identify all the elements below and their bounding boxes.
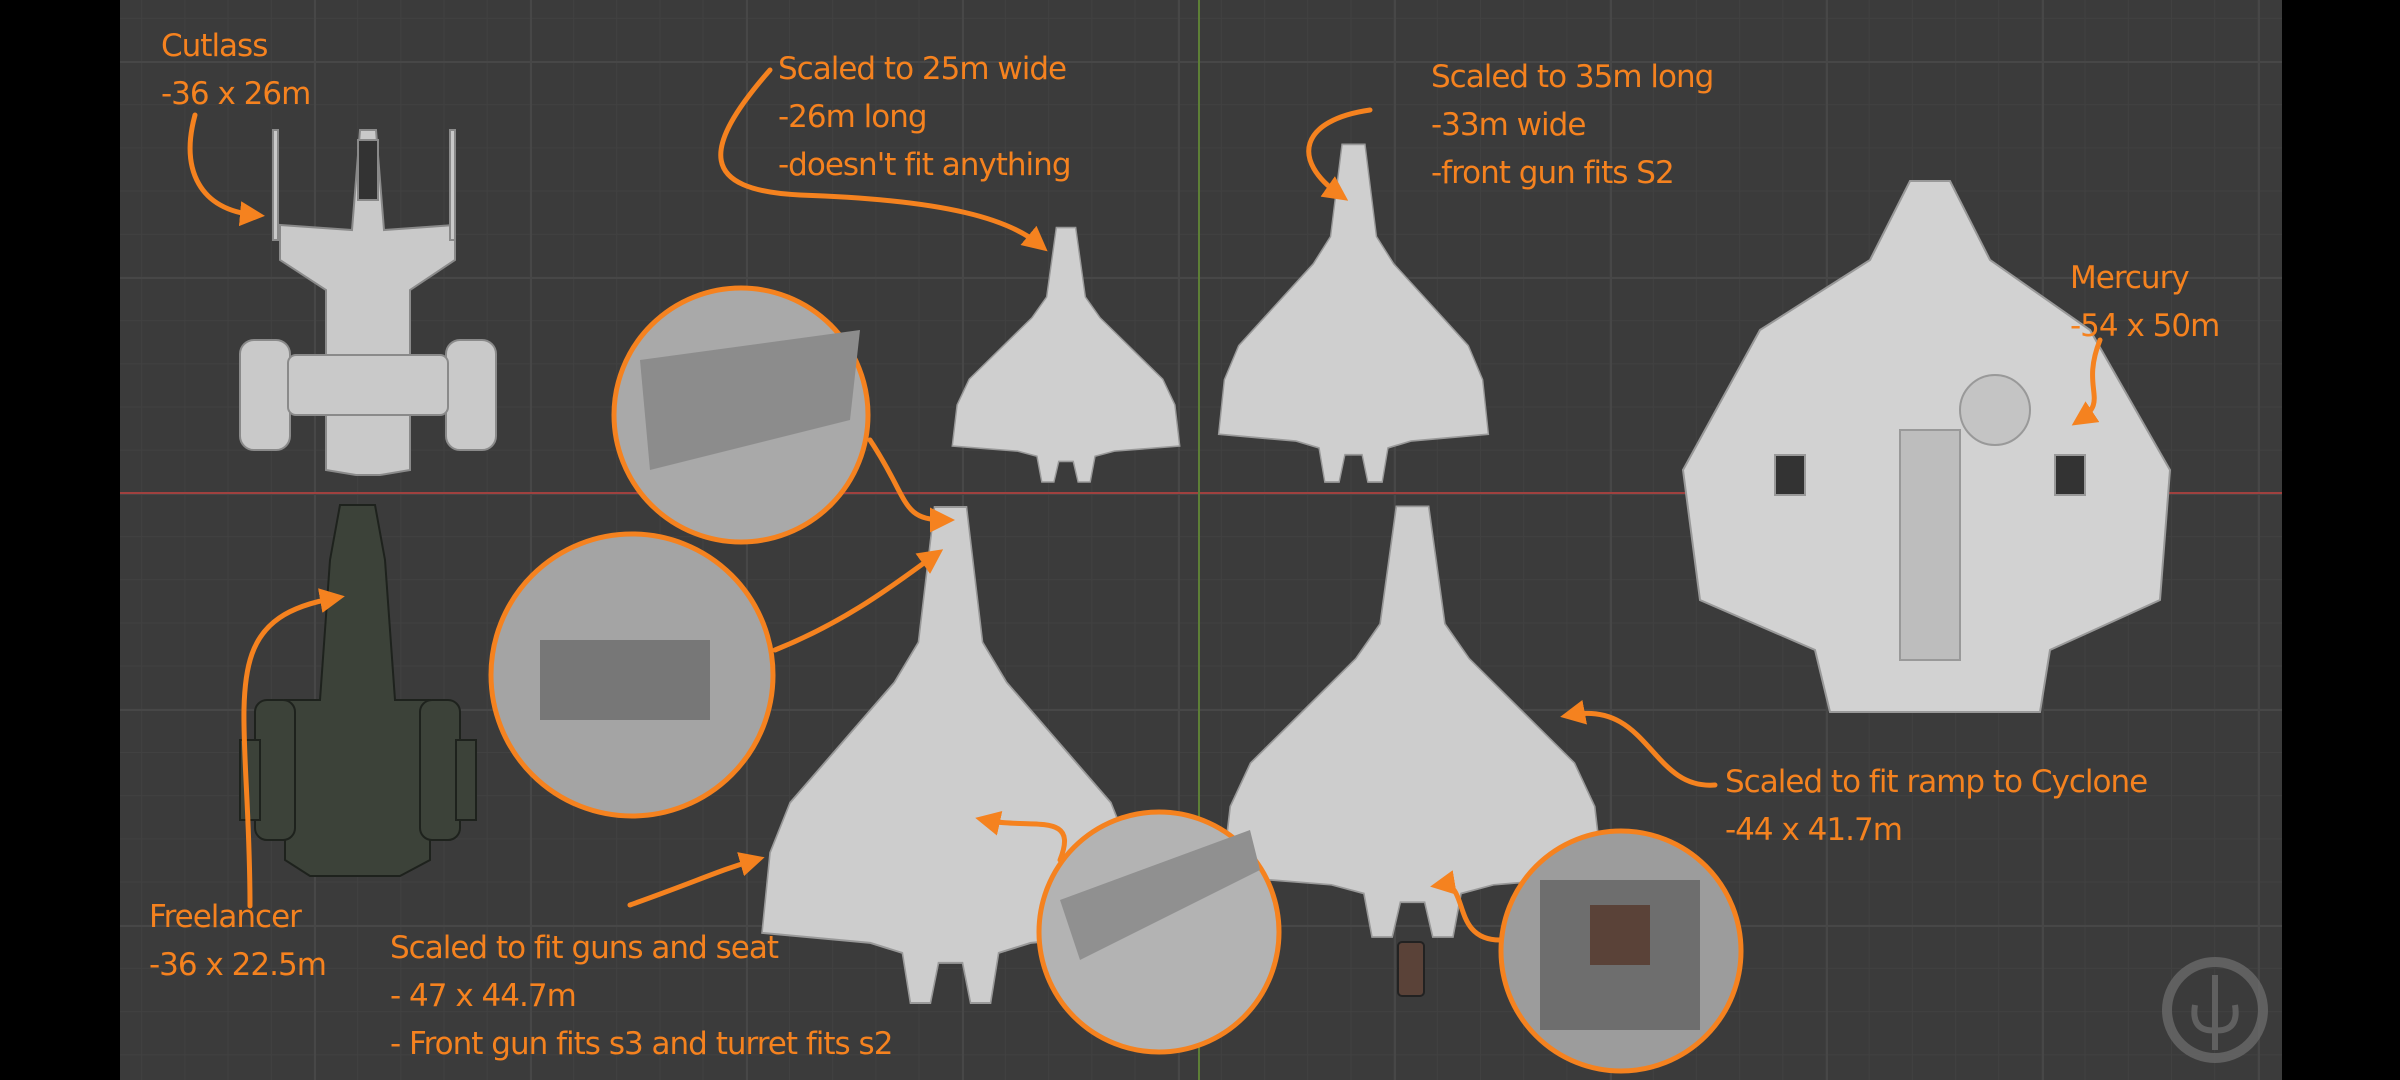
freelancer-label: Freelancer -36 x 22.5m [149, 893, 327, 989]
cutlass-title: Cutlass [161, 28, 268, 64]
cutlass-ship [239, 129, 497, 476]
scaled-25m-line1: Scaled to 25m wide [778, 51, 1067, 87]
scaled-25m-line2: -26m long [778, 99, 928, 135]
annotation-arrows [187, 67, 2103, 943]
freelancer-ship [239, 504, 477, 877]
scaled-35m-line3: -front gun fits S2 [1431, 155, 1675, 191]
mercury-ship [1681, 180, 2172, 713]
guns-seat-line2: - 47 x 44.7m [390, 978, 577, 1014]
scaled-35m-line1: Scaled to 35m long [1431, 59, 1714, 95]
detail-circle-guns [611, 285, 871, 545]
scaled-25m-ship [950, 226, 1182, 484]
scaled-35m-line2: -33m wide [1431, 107, 1586, 143]
mercury-title: Mercury [2070, 260, 2190, 296]
cutlass-label: Cutlass -36 x 26m [161, 22, 311, 118]
detail-circle-turret [1036, 809, 1282, 1055]
guns-seat-line1: Scaled to fit guns and seat [390, 930, 779, 966]
scaled-25m-label: Scaled to 25m wide -26m long -doesn't fi… [778, 45, 1071, 189]
scaled-35m-label: Scaled to 35m long -33m wide -front gun … [1431, 53, 1714, 197]
cyclone-vehicle [1397, 941, 1425, 997]
ramp-label: Scaled to fit ramp to Cyclone -44 x 41.7… [1725, 758, 2148, 854]
freelancer-title: Freelancer [149, 899, 302, 935]
fleur-de-lis-emblem [2162, 957, 2268, 1063]
scaled-25m-line3: -doesn't fit anything [778, 147, 1071, 183]
guns-seat-line3: - Front gun fits s3 and turret fits s2 [390, 1026, 893, 1062]
freelancer-dims: -36 x 22.5m [149, 947, 327, 983]
mercury-label: Mercury -54 x 50m [2070, 254, 2220, 350]
ramp-line2: -44 x 41.7m [1725, 812, 1903, 848]
guns-seat-label: Scaled to fit guns and seat - 47 x 44.7m… [390, 924, 893, 1068]
detail-circle-seat [488, 531, 776, 819]
ramp-line1: Scaled to fit ramp to Cyclone [1725, 764, 2148, 800]
mercury-dims: -54 x 50m [2070, 308, 2220, 344]
detail-circle-ramp [1498, 828, 1744, 1074]
cutlass-dims: -36 x 26m [161, 76, 311, 112]
